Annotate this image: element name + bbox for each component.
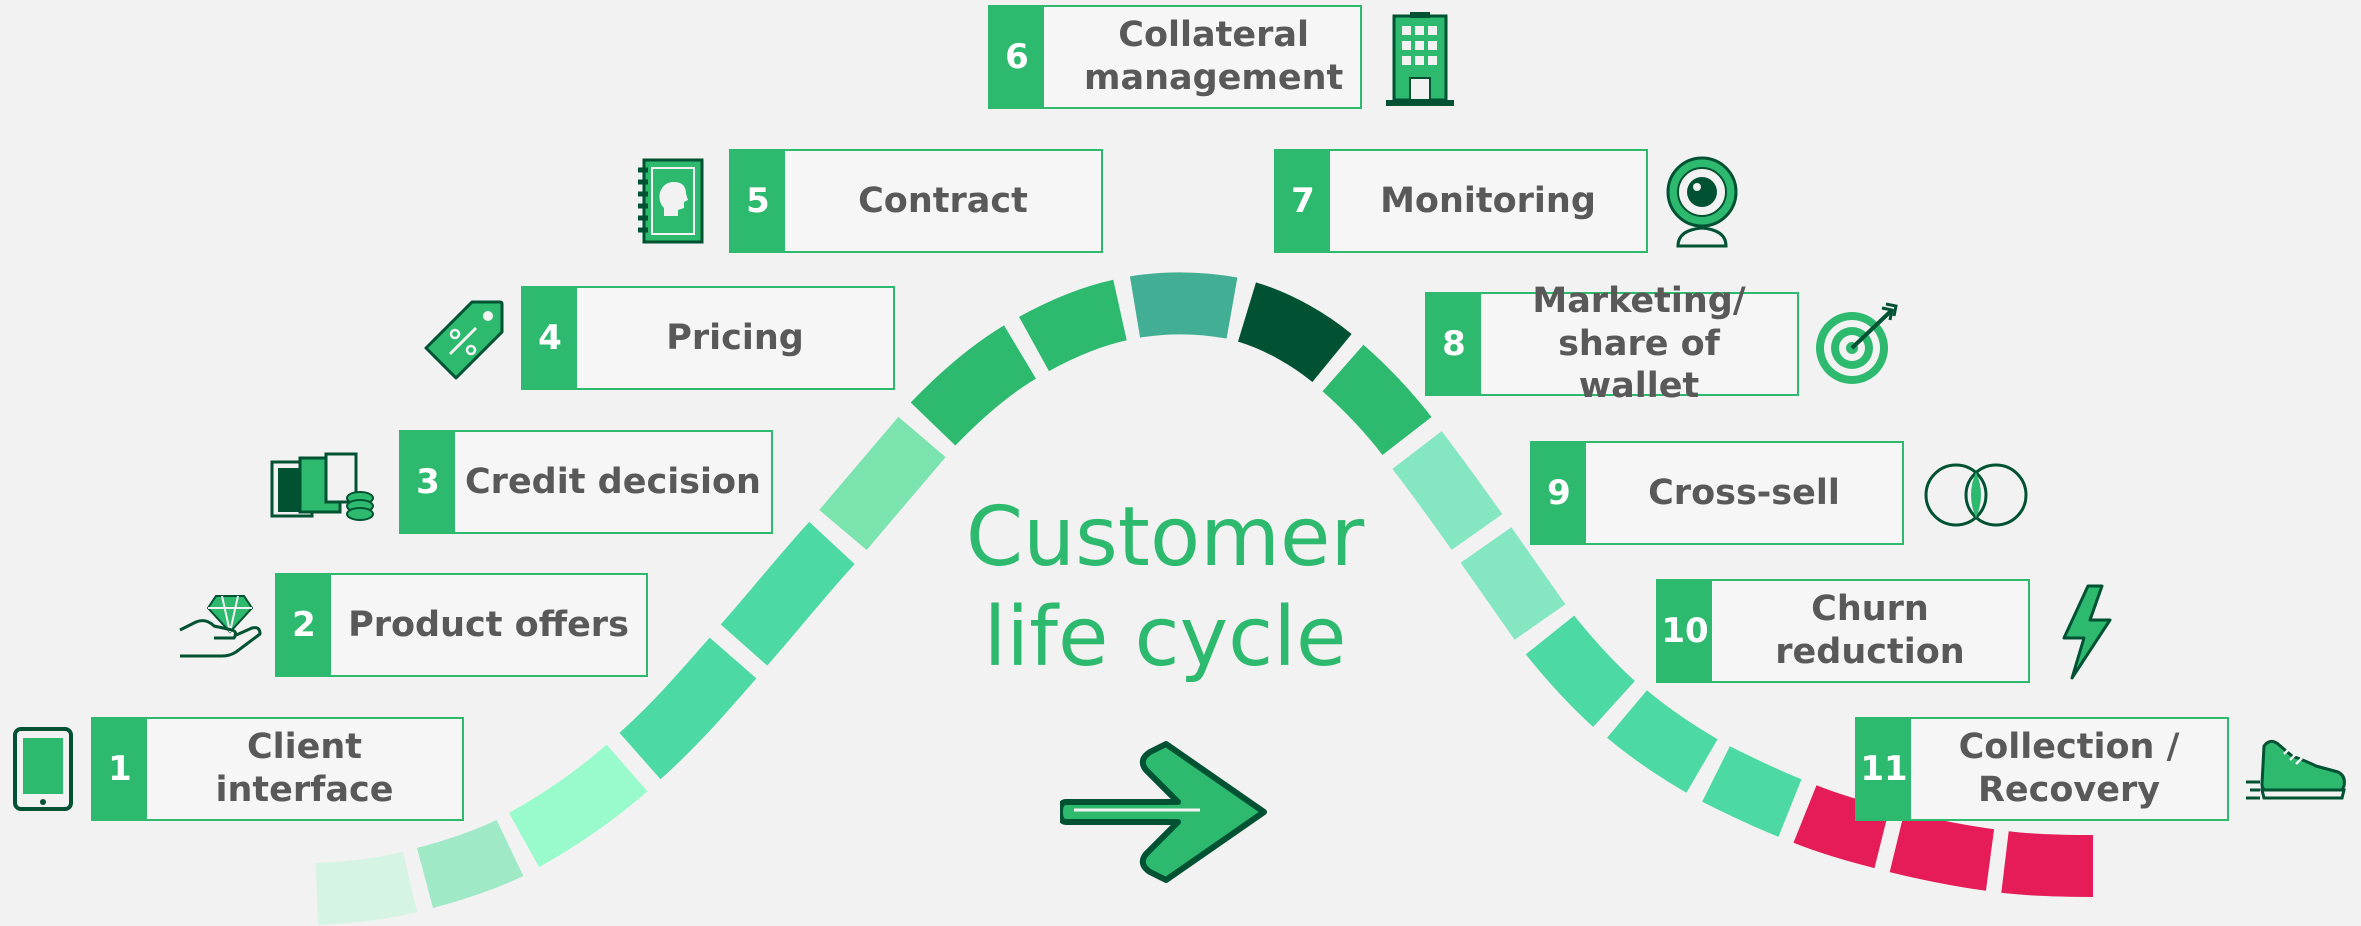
webcam-icon [1666, 156, 1738, 248]
step-label: Credit decision [465, 461, 761, 502]
step-number: 1 [93, 719, 147, 819]
step-number: 2 [277, 575, 331, 675]
money-stack-icon [270, 452, 374, 521]
step-number: 5 [731, 151, 785, 251]
step-number: 3 [401, 432, 455, 532]
step-number: 10 [1658, 581, 1712, 681]
hand-diamond-icon [179, 595, 262, 658]
lightning-icon [2062, 584, 2112, 680]
curve-segment-9 [1129, 272, 1238, 339]
step-label: Cross-sell [1648, 472, 1840, 513]
step-label: Pricing [666, 317, 804, 358]
step-collateral-management: 6 Collateral management [988, 5, 1362, 109]
step-marketing-share-of-wallet: 8 Marketing/ share of wallet [1425, 280, 1799, 407]
curve-segment-8 [1019, 279, 1128, 372]
tablet-icon [13, 727, 73, 811]
curve-segment-3 [508, 744, 648, 868]
step-number: 4 [523, 288, 577, 388]
curve-segment-16 [1702, 746, 1802, 837]
step-credit-decision: 3 Credit decision [399, 430, 773, 534]
curve-segment-19 [2001, 831, 2094, 897]
sneaker-icon [2246, 739, 2346, 800]
step-product-offers: 2 Product offers [275, 573, 648, 677]
price-tag-icon [424, 300, 504, 380]
target-icon [1816, 302, 1898, 384]
curve-segment-10 [1237, 282, 1352, 383]
curve-segment-15 [1607, 690, 1718, 793]
step-label: Product offers [348, 604, 629, 645]
step-label: Monitoring [1380, 180, 1596, 221]
step-label: Collection / Recovery [1958, 727, 2180, 810]
title-line-2: life cycle [983, 590, 1347, 685]
step-contract: 5 Contract [729, 149, 1103, 253]
building-icon [1386, 12, 1454, 106]
right-arrow-icon [1060, 741, 1267, 883]
step-churn-reduction: 10 Churn reduction [1656, 579, 2030, 683]
curve-segment-17 [1793, 785, 1890, 869]
curve-segment-2 [416, 819, 524, 908]
step-label: Contract [858, 180, 1028, 221]
contract-book-icon [638, 158, 704, 244]
curve-segment-4 [619, 637, 757, 780]
step-label: Collateral management [1084, 15, 1344, 98]
step-number: 9 [1532, 443, 1586, 543]
step-monitoring: 7 Monitoring [1274, 149, 1648, 253]
title-line-1: Customer [965, 490, 1365, 585]
step-label: Marketing/ share of wallet [1532, 280, 1746, 407]
diagram-title: Customer life cycle [960, 488, 1370, 688]
step-collection-recovery: 11 Collection / Recovery [1855, 717, 2229, 821]
curve-segment-1 [315, 851, 418, 925]
curve-segment-18 [1889, 811, 1995, 891]
curve-segment-7 [910, 325, 1037, 446]
curve-segment-13 [1460, 527, 1566, 640]
overlapping-circles-icon [1924, 463, 2028, 527]
step-cross-sell: 9 Cross-sell [1530, 441, 1904, 545]
step-pricing: 4 Pricing [521, 286, 895, 390]
step-label: Churn reduction [1775, 589, 1965, 672]
step-label: Client interface [215, 727, 394, 810]
curve-segment-14 [1525, 615, 1636, 727]
curve-segment-11 [1322, 344, 1432, 456]
step-number: 7 [1276, 151, 1330, 251]
curve-segment-6 [819, 416, 946, 550]
curve-segment-12 [1392, 431, 1503, 550]
step-number: 6 [990, 7, 1044, 107]
step-number: 11 [1857, 719, 1911, 819]
step-number: 8 [1427, 294, 1481, 394]
step-client-interface: 1 Client interface [91, 717, 464, 821]
curve-segment-5 [720, 521, 855, 666]
